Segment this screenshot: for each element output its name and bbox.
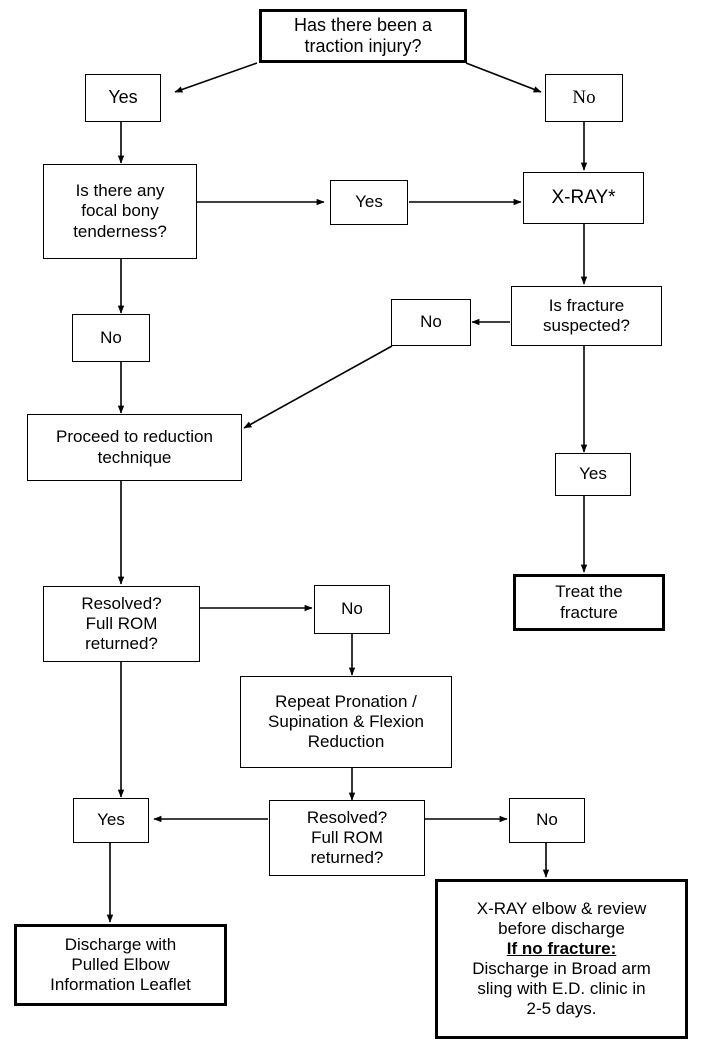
node-no-traction[interactable]: No bbox=[545, 74, 623, 122]
node-no-resolved-1[interactable]: No bbox=[314, 585, 390, 634]
xray-review-line-4: sling with E.D. clinic in bbox=[477, 979, 646, 999]
node-treat-fracture[interactable]: Treat the fracture bbox=[513, 574, 665, 631]
node-discharge-leaflet[interactable]: Discharge with Pulled Elbow Information … bbox=[14, 924, 227, 1006]
edge-traction-to-yes bbox=[174, 62, 258, 93]
node-no-bony[interactable]: No bbox=[72, 314, 150, 362]
node-proceed-reduction[interactable]: Proceed to reduction technique bbox=[27, 414, 242, 481]
edge-no-to-proceed bbox=[243, 345, 393, 429]
node-proceed-reduction-label: Proceed to reduction technique bbox=[56, 427, 213, 467]
node-xray-review-discharge[interactable]: X-RAY elbow & review before discharge If… bbox=[435, 879, 688, 1039]
node-no-resolved-2-label: No bbox=[536, 810, 558, 830]
node-discharge-leaflet-label: Discharge with Pulled Elbow Information … bbox=[50, 934, 191, 995]
node-focal-bony-tenderness-label: Is there any focal bony tenderness? bbox=[73, 181, 167, 241]
node-no-fracture-label: No bbox=[420, 312, 442, 332]
node-traction-injury-label: Has there been a traction injury? bbox=[293, 14, 433, 56]
node-resolved-2[interactable]: Resolved? Full ROM returned? bbox=[269, 800, 425, 876]
node-yes-bony[interactable]: Yes bbox=[330, 180, 408, 225]
node-is-fracture-suspected[interactable]: Is fracture suspected? bbox=[511, 286, 662, 346]
node-no-resolved-1-label: No bbox=[341, 599, 363, 619]
node-no-fracture[interactable]: No bbox=[391, 299, 471, 346]
node-repeat-reduction-label: Repeat Pronation / Supination & Flexion … bbox=[268, 691, 424, 752]
xray-review-line-2: before discharge bbox=[498, 918, 625, 938]
node-traction-injury[interactable]: Has there been a traction injury? bbox=[259, 9, 467, 63]
node-yes-fracture-label: Yes bbox=[579, 464, 607, 484]
xray-review-line-1: X-RAY elbow & review bbox=[476, 898, 647, 918]
node-treat-fracture-label: Treat the fracture bbox=[555, 582, 623, 622]
node-yes-bony-label: Yes bbox=[355, 192, 383, 212]
node-resolved-1[interactable]: Resolved? Full ROM returned? bbox=[43, 586, 200, 662]
node-no-bony-label: No bbox=[100, 327, 122, 347]
xray-review-line-3: Discharge in Broad arm bbox=[472, 959, 651, 978]
edge-traction-to-no bbox=[465, 62, 542, 93]
xray-review-emphasis: If no fracture: bbox=[506, 938, 617, 958]
node-is-fracture-suspected-label: Is fracture suspected? bbox=[543, 295, 630, 335]
node-repeat-reduction[interactable]: Repeat Pronation / Supination & Flexion … bbox=[240, 676, 452, 768]
node-yes-fracture[interactable]: Yes bbox=[555, 453, 631, 496]
node-yes-resolved-2[interactable]: Yes bbox=[73, 798, 149, 843]
node-resolved-2-label: Resolved? Full ROM returned? bbox=[306, 807, 388, 868]
node-no-resolved-2[interactable]: No bbox=[509, 798, 585, 843]
node-no-traction-label: No bbox=[572, 86, 596, 108]
node-xray[interactable]: X-RAY* bbox=[523, 172, 644, 224]
node-yes-traction[interactable]: Yes bbox=[85, 74, 161, 122]
node-yes-resolved-2-label: Yes bbox=[97, 810, 125, 830]
node-resolved-1-label: Resolved? Full ROM returned? bbox=[81, 593, 162, 654]
node-yes-traction-label: Yes bbox=[108, 87, 138, 108]
node-xray-label: X-RAY* bbox=[551, 186, 616, 208]
xray-review-line-5: 2-5 days. bbox=[526, 999, 597, 1019]
node-focal-bony-tenderness[interactable]: Is there any focal bony tenderness? bbox=[43, 164, 197, 259]
